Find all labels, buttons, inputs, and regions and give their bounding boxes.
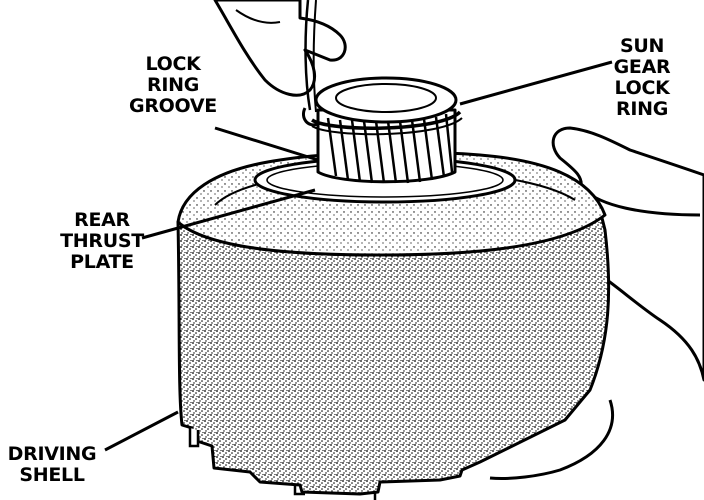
label-driving-shell: DRIVING SHELL	[7, 443, 97, 486]
sun-gear	[311, 76, 463, 184]
leader-lines	[104, 60, 613, 452]
label-sun-gear-lock-ring: SUN GEAR LOCK RING	[613, 35, 671, 120]
label-lock-ring-groove: LOCK RING GROOVE	[129, 53, 217, 117]
label-rear-thrust-plate: REAR THRUST PLATE	[60, 209, 144, 273]
left-hand	[213, 0, 347, 127]
